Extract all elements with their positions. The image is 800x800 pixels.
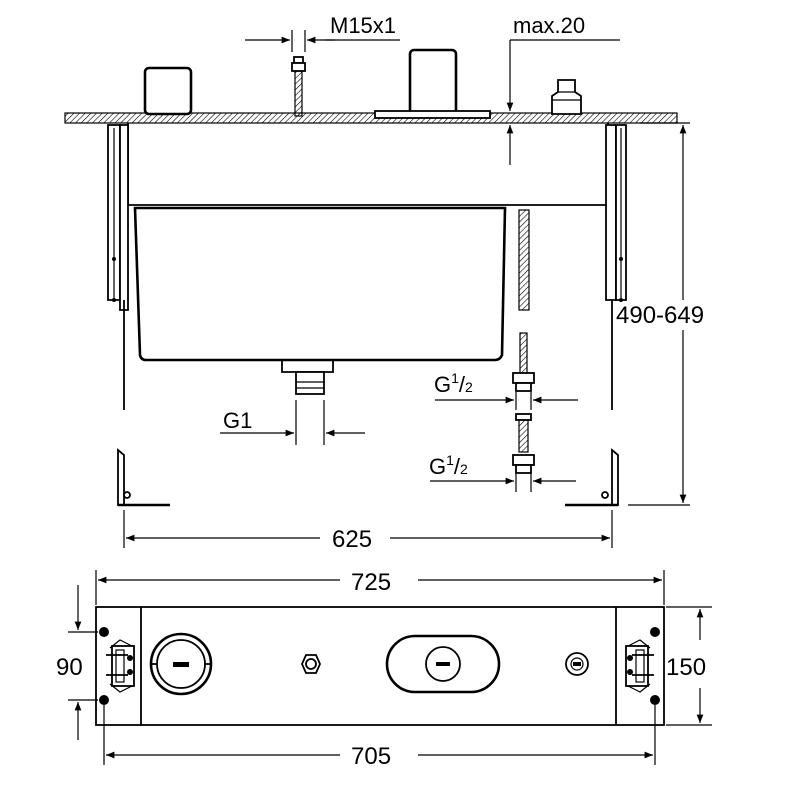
body-tank — [133, 206, 507, 362]
thread-connector-plan — [301, 654, 321, 674]
thread-nut — [293, 56, 304, 64]
outlet-neck — [281, 360, 334, 373]
inlet-1-hose — [519, 332, 528, 374]
dim-inlet-1-base: G — [434, 372, 451, 397]
mount-hole — [650, 695, 660, 705]
inlet-2-nut — [512, 454, 535, 466]
clamp-left — [106, 639, 135, 693]
valve-right — [565, 652, 589, 676]
dim-inlet-1-num: 1 — [451, 370, 459, 386]
inlet-2-hose — [518, 419, 529, 453]
deck-hatch — [64, 112, 678, 124]
dimension-lines: M15x1 max.20 490-649 G1 G1/2 G1/2 — [123, 13, 704, 553]
dim-inlet-2-den: 2 — [460, 461, 468, 477]
mount-hole — [99, 695, 109, 705]
housing-upper — [127, 123, 609, 206]
bracket-left-lower — [117, 448, 125, 506]
dim-inlet-2-base: G — [429, 454, 446, 479]
spout-plate — [374, 110, 491, 119]
dim-outlet-g1: G1 — [223, 408, 252, 433]
dim-inlet-1-den: 2 — [465, 379, 473, 395]
spout-oval — [385, 634, 501, 694]
dim-height-range: 490-649 — [616, 302, 704, 329]
plan-dimensions: 725 705 90 150 — [56, 569, 712, 770]
dim-plate-width: 705 — [351, 743, 391, 770]
outlet-g1 — [295, 371, 325, 395]
clamp-right — [625, 639, 654, 693]
dim-frame-width: 625 — [332, 526, 372, 553]
plan-view — [95, 606, 665, 726]
svg-text:G1/2: G1/2 — [429, 452, 468, 479]
handle-left — [143, 66, 193, 116]
dim-overall-width: 725 — [351, 569, 391, 596]
dim-max-depth: max.20 — [513, 13, 585, 38]
mount-hole — [99, 627, 109, 637]
thread-hose — [294, 70, 303, 117]
hose-right — [518, 209, 530, 311]
inlet-1-nut — [512, 372, 535, 384]
bracket-right-lower — [611, 448, 619, 506]
front-view — [64, 48, 678, 507]
svg-text:G1/2: G1/2 — [434, 370, 473, 397]
dim-plate-height-outer: 150 — [666, 654, 706, 681]
mount-hole — [650, 627, 660, 637]
dim-plate-height-inner: 90 — [56, 654, 83, 681]
diverter-knob — [551, 79, 582, 115]
valve-left — [149, 632, 213, 696]
dim-thread-top: M15x1 — [330, 13, 396, 38]
bracket-right-upper — [605, 124, 617, 301]
handle-right — [408, 48, 458, 116]
dim-inlet-2-num: 1 — [446, 452, 454, 468]
